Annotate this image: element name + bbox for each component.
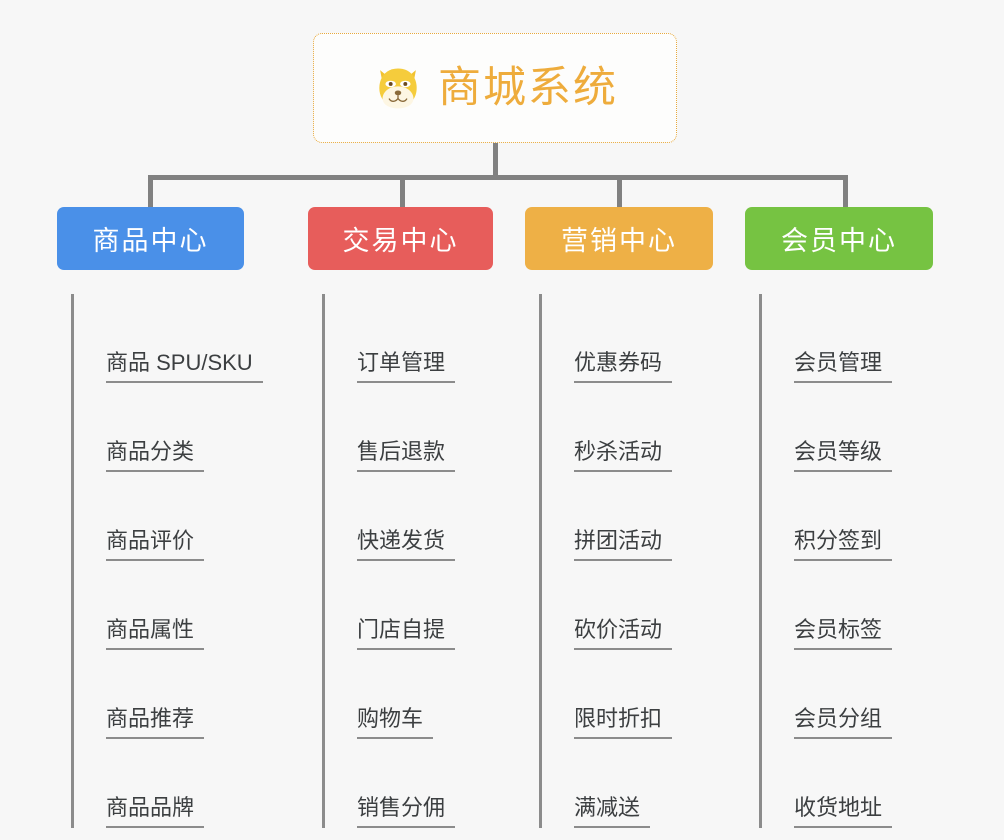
- leaf-label: 门店自提: [357, 617, 456, 650]
- list-item[interactable]: 会员管理: [762, 294, 933, 383]
- leaf-label: 会员管理: [794, 350, 893, 383]
- list-item[interactable]: 商品品牌: [74, 739, 244, 828]
- leaf-list-marketing-center: 优惠券码 秒杀活动 拼团活动 砍价活动 限时折扣 满减送: [539, 294, 713, 828]
- leaf-list-trade-center: 订单管理 售后退款 快递发货 门店自提 购物车 销售分佣: [322, 294, 493, 828]
- branch-header-trade-center[interactable]: 交易中心: [308, 207, 493, 270]
- leaf-label: 收货地址: [794, 795, 893, 828]
- list-item[interactable]: 商品属性: [74, 561, 244, 650]
- list-item[interactable]: 商品评价: [74, 472, 244, 561]
- list-item[interactable]: 收货地址: [762, 739, 933, 828]
- leaf-label: 商品推荐: [106, 706, 205, 739]
- connector-drop-1: [148, 175, 153, 210]
- list-item[interactable]: 商品 SPU/SKU: [74, 294, 263, 383]
- leaf-list-product-center: 商品 SPU/SKU 商品分类 商品评价 商品属性 商品推荐 商品品牌: [71, 294, 263, 828]
- list-item[interactable]: 砍价活动: [542, 561, 713, 650]
- connector-horizontal-bus: [148, 175, 848, 180]
- leaf-label: 快递发货: [357, 528, 456, 561]
- list-item[interactable]: 销售分佣: [325, 739, 493, 828]
- list-item[interactable]: 商品推荐: [74, 650, 244, 739]
- branch-product-center: 商品中心 商品 SPU/SKU 商品分类 商品评价 商品属性 商品推荐 商品品牌: [57, 207, 263, 828]
- branch-member-center: 会员中心 会员管理 会员等级 积分签到 会员标签 会员分组 收货地址: [745, 207, 933, 828]
- branch-marketing-center: 营销中心 优惠券码 秒杀活动 拼团活动 砍价活动 限时折扣 满减送: [525, 207, 713, 828]
- leaf-label: 商品属性: [106, 617, 205, 650]
- list-item[interactable]: 购物车: [325, 650, 493, 739]
- connector-root-stem: [493, 143, 498, 178]
- list-item[interactable]: 门店自提: [325, 561, 493, 650]
- list-item[interactable]: 售后退款: [325, 383, 493, 472]
- leaf-label: 会员等级: [794, 439, 893, 472]
- branch-header-product-center[interactable]: 商品中心: [57, 207, 244, 270]
- leaf-label: 拼团活动: [574, 528, 673, 561]
- shiba-dog-face-icon: [379, 68, 417, 109]
- list-item[interactable]: 优惠券码: [542, 294, 713, 383]
- root-title: 商城系统: [438, 63, 618, 112]
- list-item[interactable]: 订单管理: [325, 294, 493, 383]
- leaf-label: 销售分佣: [357, 795, 456, 828]
- leaf-label: 会员分组: [794, 706, 893, 739]
- leaf-label: 商品评价: [106, 528, 205, 561]
- list-item[interactable]: 限时折扣: [542, 650, 713, 739]
- branch-header-member-center[interactable]: 会员中心: [745, 207, 933, 270]
- leaf-label: 限时折扣: [574, 706, 673, 739]
- list-item[interactable]: 会员等级: [762, 383, 933, 472]
- root-node[interactable]: 商城系统: [313, 33, 677, 143]
- leaf-label: 商品分类: [106, 439, 205, 472]
- list-item[interactable]: 秒杀活动: [542, 383, 713, 472]
- list-item[interactable]: 会员分组: [762, 650, 933, 739]
- connector-drop-4: [843, 175, 848, 210]
- leaf-label: 会员标签: [794, 617, 893, 650]
- list-item[interactable]: 满减送: [542, 739, 713, 828]
- connector-drop-3: [617, 175, 622, 210]
- leaf-label: 砍价活动: [574, 617, 673, 650]
- list-item[interactable]: 会员标签: [762, 561, 933, 650]
- leaf-label: 商品品牌: [106, 795, 205, 828]
- list-item[interactable]: 积分签到: [762, 472, 933, 561]
- list-item[interactable]: 快递发货: [325, 472, 493, 561]
- leaf-label: 售后退款: [357, 439, 456, 472]
- list-item[interactable]: 拼团活动: [542, 472, 713, 561]
- leaf-label: 满减送: [574, 795, 651, 828]
- leaf-label: 积分签到: [794, 528, 893, 561]
- leaf-label: 购物车: [357, 706, 434, 739]
- list-item[interactable]: 商品分类: [74, 383, 244, 472]
- leaf-label: 商品 SPU/SKU: [106, 350, 263, 383]
- branch-trade-center: 交易中心 订单管理 售后退款 快递发货 门店自提 购物车 销售分佣: [308, 207, 493, 828]
- branch-header-marketing-center[interactable]: 营销中心: [525, 207, 713, 270]
- leaf-label: 秒杀活动: [574, 439, 673, 472]
- leaf-label: 优惠券码: [574, 350, 673, 383]
- leaf-label: 订单管理: [357, 350, 456, 383]
- connector-drop-2: [400, 175, 405, 210]
- leaf-list-member-center: 会员管理 会员等级 积分签到 会员标签 会员分组 收货地址: [759, 294, 933, 828]
